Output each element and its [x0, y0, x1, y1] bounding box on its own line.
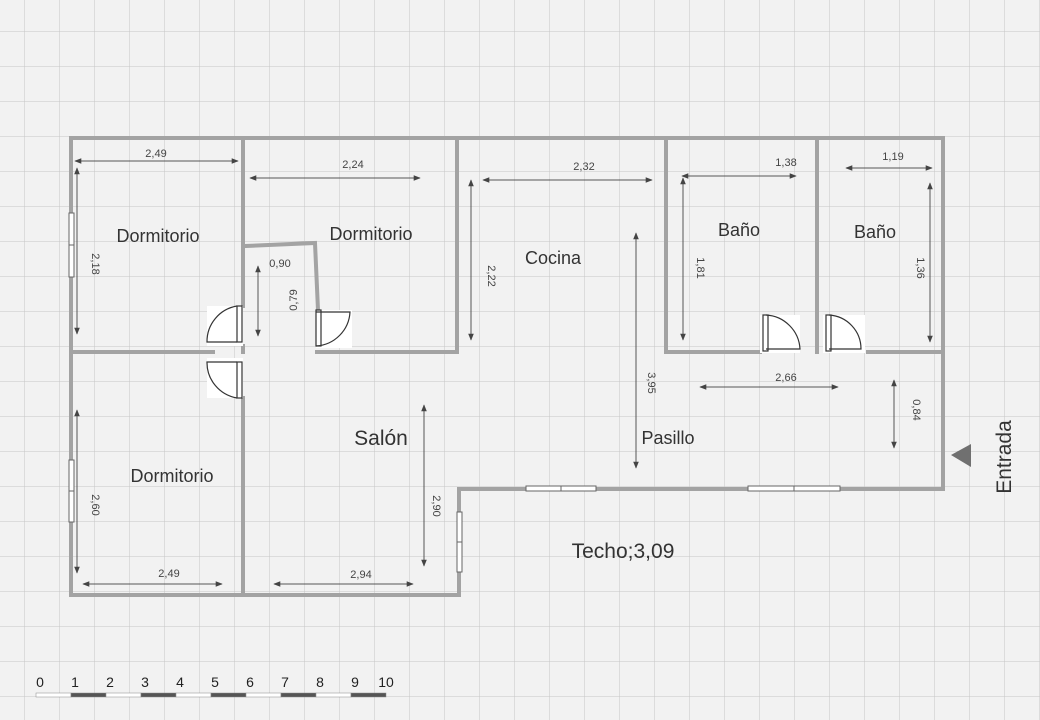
entrance-label: Entrada	[993, 420, 1016, 494]
scale-label: 0	[36, 674, 44, 690]
window-dorm1	[68, 212, 75, 278]
room-dormitorio-1: Dormitorio	[116, 226, 199, 246]
door-dorm1	[206, 305, 243, 346]
dim-pasillo-width: 2,66	[775, 372, 796, 384]
scale-segment	[350, 692, 387, 698]
dim-closet-depth: 0,79	[288, 289, 300, 310]
scale-segment	[105, 692, 142, 698]
scale-label: 10	[378, 674, 394, 690]
dimension-values: 2,49 2,18 2,24 0,90 0,79 2,32 2,22 1,38 …	[89, 148, 926, 581]
door-bano1	[760, 314, 801, 353]
window-pasillo-1	[525, 485, 597, 492]
scale-label: 1	[71, 674, 79, 690]
dim-dorm3-width: 2,49	[158, 568, 179, 580]
room-labels: Dormitorio Dormitorio Cocina Baño Baño S…	[116, 220, 896, 486]
room-dormitorio-3: Dormitorio	[130, 466, 213, 486]
dim-bano1-width: 1,38	[775, 157, 796, 169]
scale-label: 6	[246, 674, 254, 690]
room-dormitorio-2: Dormitorio	[329, 224, 412, 244]
scale-segment	[245, 692, 282, 698]
dim-dorm2-width: 2,24	[342, 159, 363, 171]
dim-pasillo-depth: 0,84	[910, 399, 922, 420]
dim-cocina-width: 2,32	[573, 161, 594, 173]
room-bano-2: Baño	[854, 222, 896, 242]
exterior-wall	[69, 136, 945, 597]
scale-segment	[35, 692, 72, 698]
scale-label: 3	[141, 674, 149, 690]
walls	[69, 136, 945, 597]
door-dorm3	[206, 358, 243, 399]
entrance-arrow-icon	[951, 444, 971, 467]
room-pasillo: Pasillo	[641, 428, 694, 448]
scale-segment	[315, 692, 352, 698]
scale-segment	[280, 692, 317, 698]
dim-cocina-height: 2,22	[485, 265, 497, 286]
ceiling-height-label: Techo;3,09	[572, 540, 675, 563]
window-dorm3	[68, 459, 75, 523]
closet-wall	[242, 240, 321, 313]
scale-segment	[210, 692, 247, 698]
dim-dorm1-width: 2,49	[145, 148, 166, 160]
door-bano2	[823, 314, 865, 353]
dim-bano2-height: 1,36	[914, 257, 926, 278]
dim-bano2-width: 1,19	[882, 151, 903, 163]
dim-closet-width: 0,90	[269, 258, 290, 270]
room-cocina: Cocina	[525, 248, 582, 268]
room-bano-1: Baño	[718, 220, 760, 240]
scale-label: 2	[106, 674, 114, 690]
scale-segment	[175, 692, 212, 698]
scale-label: 7	[281, 674, 289, 690]
scale-label: 8	[316, 674, 324, 690]
room-salon: Salón	[354, 427, 408, 450]
dim-pasillo-length: 3,95	[645, 372, 657, 393]
scale-bar: 0 1 2 3 4 5 6 7 8 9 10	[35, 674, 394, 698]
window-pasillo-2	[747, 485, 841, 492]
window-salon	[456, 511, 463, 573]
scale-segment	[70, 692, 107, 698]
dim-salon-width: 2,94	[350, 569, 371, 581]
dimension-lines	[74, 158, 933, 587]
scale-label: 5	[211, 674, 219, 690]
dim-bano1-height: 1,81	[694, 257, 706, 278]
dim-salon-height: 2,90	[430, 495, 442, 516]
scale-label: 4	[176, 674, 184, 690]
scale-label: 9	[351, 674, 359, 690]
door-closet	[315, 309, 352, 348]
scale-segment	[140, 692, 177, 698]
dim-dorm1-height: 2,18	[89, 253, 101, 274]
dim-dorm3-height: 2,60	[89, 494, 101, 515]
